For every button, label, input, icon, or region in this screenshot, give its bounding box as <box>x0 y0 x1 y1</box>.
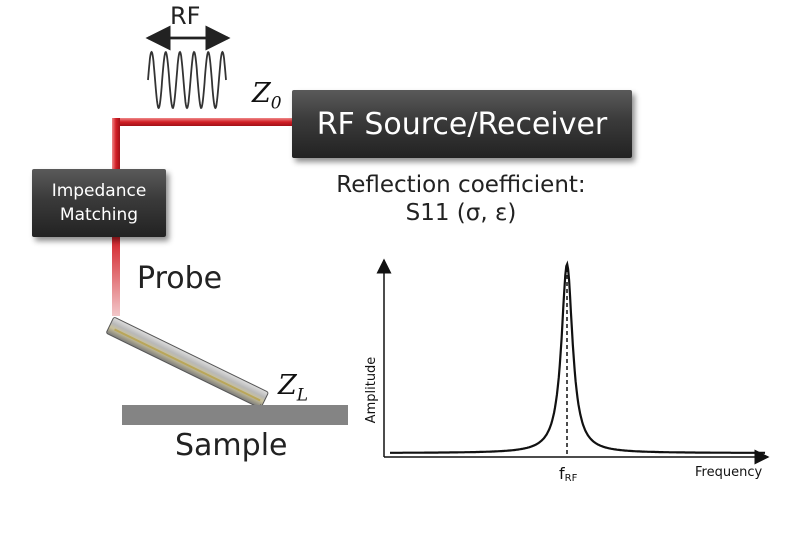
zl-label: ZL <box>278 370 309 406</box>
rf-source-receiver-box: RF Source/Receiver <box>292 90 632 158</box>
impedance-line-2: Matching <box>59 205 139 225</box>
rf-cable <box>112 118 294 316</box>
y-axis-label: Amplitude <box>364 357 379 424</box>
impedance-line-1: Impedance <box>51 181 147 201</box>
x-tick-label-frf: fRF <box>559 464 578 484</box>
probe-label: Probe <box>137 261 223 296</box>
sample-bar <box>122 405 348 425</box>
reflection-coefficient-value: S11 (σ, ε) <box>405 200 517 226</box>
resonance-chart: Amplitude Frequency fRF <box>364 258 770 484</box>
x-axis-label: Frequency <box>695 465 762 480</box>
rf-label: RF <box>170 2 201 30</box>
resonance-curve <box>390 260 766 454</box>
rf-source-receiver-label: RF Source/Receiver <box>316 106 608 142</box>
impedance-matching-box: Impedance Matching <box>32 169 166 237</box>
rf-wave <box>147 50 227 110</box>
z0-label: Z0 <box>252 78 282 114</box>
probe-cantilever <box>106 317 273 418</box>
sample-label: Sample <box>175 428 288 463</box>
reflection-coefficient-title: Reflection coefficient: <box>336 172 586 198</box>
